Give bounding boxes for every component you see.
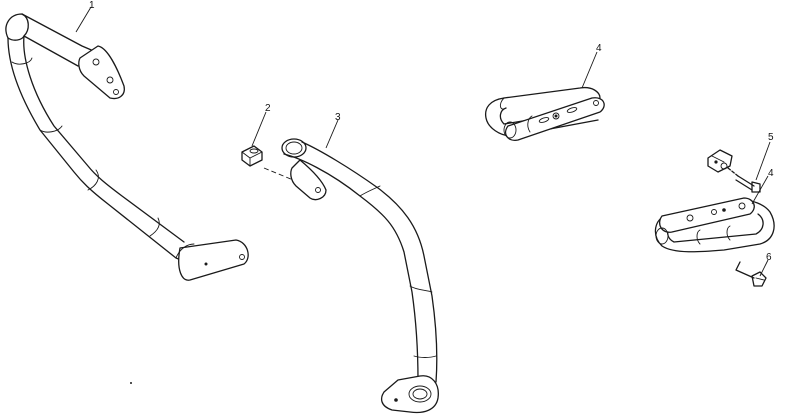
callout-4-lower: 4 (768, 168, 774, 179)
callout-leaders (75, 6, 771, 277)
part-5-bolt-with-clip (707, 149, 761, 193)
part-1-front-bumper-bar (5, 13, 249, 281)
callout-4-upper: 4 (596, 43, 602, 54)
part-2-bushing (241, 145, 263, 167)
stray-dot (130, 382, 132, 384)
callout-6: 6 (766, 252, 772, 263)
callout-3: 3 (335, 112, 341, 123)
callout-5: 5 (768, 132, 774, 143)
callout-labels: 1 2 3 4 5 4 6 (89, 0, 774, 263)
callout-1: 1 (89, 0, 95, 11)
part-6-screw (735, 261, 767, 287)
part-4-lower-bumper-loop (654, 197, 775, 253)
part-3-center-bumper-bar (281, 138, 439, 414)
part-4-upper-bumper-loop (484, 86, 605, 141)
callout-2: 2 (265, 103, 271, 114)
